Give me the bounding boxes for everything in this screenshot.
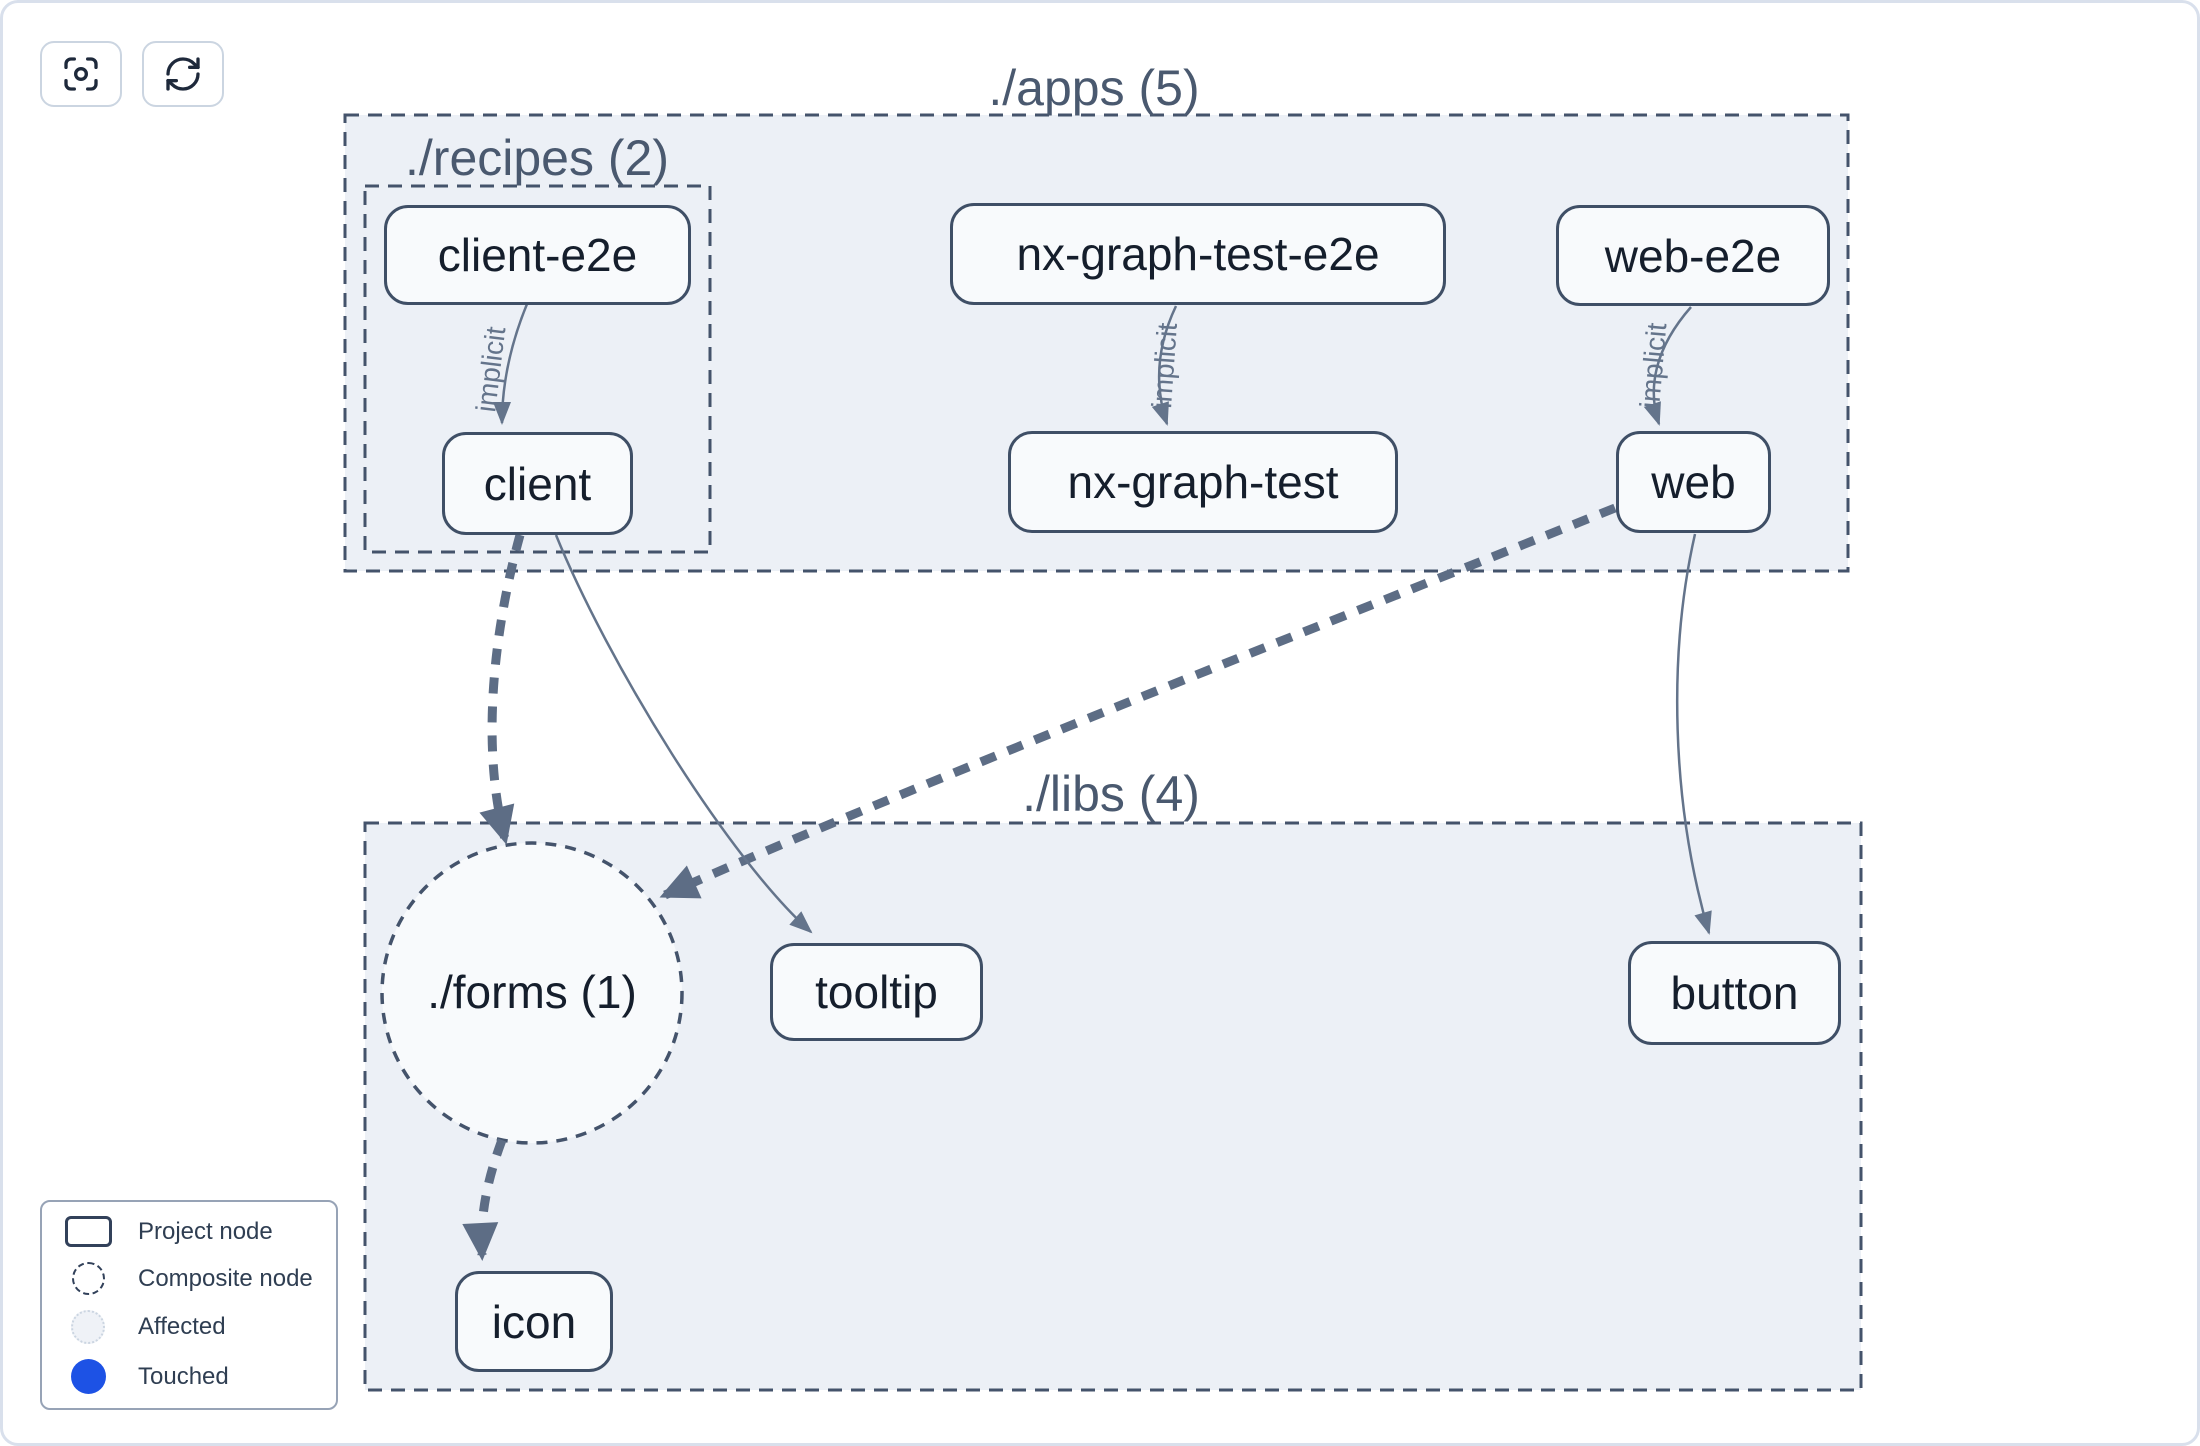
container-recipes — [363, 184, 712, 554]
legend-label: Affected — [138, 1313, 226, 1340]
legend-label: Composite node — [138, 1264, 313, 1292]
edge-web-e2e-to-web[interactable] — [1643, 306, 1692, 426]
legend-item-touched: Touched — [64, 1359, 314, 1394]
edge-nx-graph-test-e2e-to-nx-graph-test[interactable] — [1151, 305, 1178, 426]
edge-client-e2e-to-client[interactable] — [493, 303, 529, 425]
legend: Project node Composite node Affected Tou… — [40, 1200, 338, 1410]
composite-node-forms-circle[interactable] — [380, 841, 684, 1145]
composite-node-swatch — [64, 1262, 112, 1295]
edge-client-to-forms[interactable] — [479, 533, 525, 845]
node-web-e2e[interactable]: web-e2e — [1556, 205, 1830, 306]
node-web[interactable]: web — [1616, 431, 1771, 533]
touched-swatch — [64, 1359, 112, 1394]
edge-label-implicit: implicit — [1146, 322, 1183, 410]
legend-label: Project node — [138, 1217, 273, 1245]
crosshair-focus-icon — [64, 57, 98, 91]
toolbar — [40, 41, 224, 107]
refresh-icon — [166, 57, 200, 91]
node-client-e2e[interactable]: client-e2e — [384, 205, 691, 305]
edge-label-implicit: implicit — [1634, 321, 1672, 409]
legend-item-project-node: Project node — [64, 1216, 314, 1247]
edge-client-to-tooltip[interactable] — [554, 534, 813, 934]
node-icon[interactable]: icon — [455, 1271, 613, 1372]
edge-web-to-forms[interactable] — [659, 503, 1617, 900]
edge-web-to-button[interactable] — [1675, 533, 1712, 935]
focus-button[interactable] — [40, 41, 122, 107]
graph-layer: implicit implicit implicit — [343, 113, 1863, 1392]
refresh-button[interactable] — [142, 41, 224, 107]
legend-item-affected: Affected — [64, 1310, 314, 1344]
project-node-swatch — [64, 1216, 112, 1247]
node-client[interactable]: client — [442, 432, 633, 535]
edge-forms-to-icon[interactable] — [462, 1138, 507, 1261]
affected-swatch — [64, 1310, 112, 1344]
node-nx-graph-test[interactable]: nx-graph-test — [1008, 431, 1398, 533]
node-button[interactable]: button — [1628, 941, 1841, 1045]
legend-label: Touched — [138, 1362, 229, 1390]
node-tooltip[interactable]: tooltip — [770, 943, 983, 1041]
legend-item-composite-node: Composite node — [64, 1262, 314, 1295]
node-nx-graph-test-e2e[interactable]: nx-graph-test-e2e — [950, 203, 1446, 305]
